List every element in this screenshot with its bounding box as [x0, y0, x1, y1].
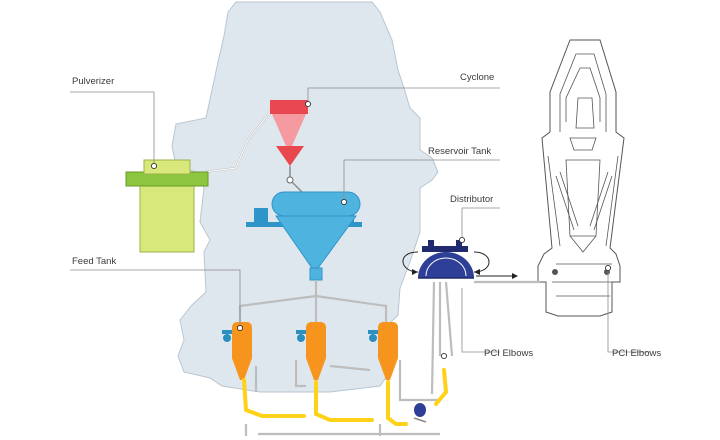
bottom-pipe — [244, 424, 440, 436]
feed-tank-2 — [306, 322, 326, 380]
label-pci-elbows-1: PCI Elbows — [484, 348, 533, 359]
blue-valve — [413, 403, 427, 423]
leaders — [70, 87, 650, 353]
label-pci-elbows-2: PCI Elbows — [612, 348, 661, 359]
label-distributor: Distributor — [450, 194, 493, 205]
feed-tank-3 — [378, 322, 398, 380]
pulverizer — [125, 159, 209, 253]
valve-icon — [222, 330, 378, 342]
connection-dot-icon — [150, 100, 612, 360]
label-feed-tank: Feed Tank — [72, 256, 116, 267]
cyclone — [270, 100, 308, 193]
feed-pipes — [238, 280, 454, 402]
label-reservoir-tank: Reservoir Tank — [428, 146, 491, 157]
label-pulverizer: Pulverizer — [72, 76, 114, 87]
pci-lines — [242, 368, 449, 426]
flow-arrow-icon — [402, 251, 518, 279]
label-cyclone: Cyclone — [460, 72, 494, 83]
feed-tank-1 — [232, 322, 252, 380]
distributor — [418, 240, 474, 279]
blast-furnace — [537, 39, 625, 317]
reservoir-tank — [246, 191, 362, 281]
